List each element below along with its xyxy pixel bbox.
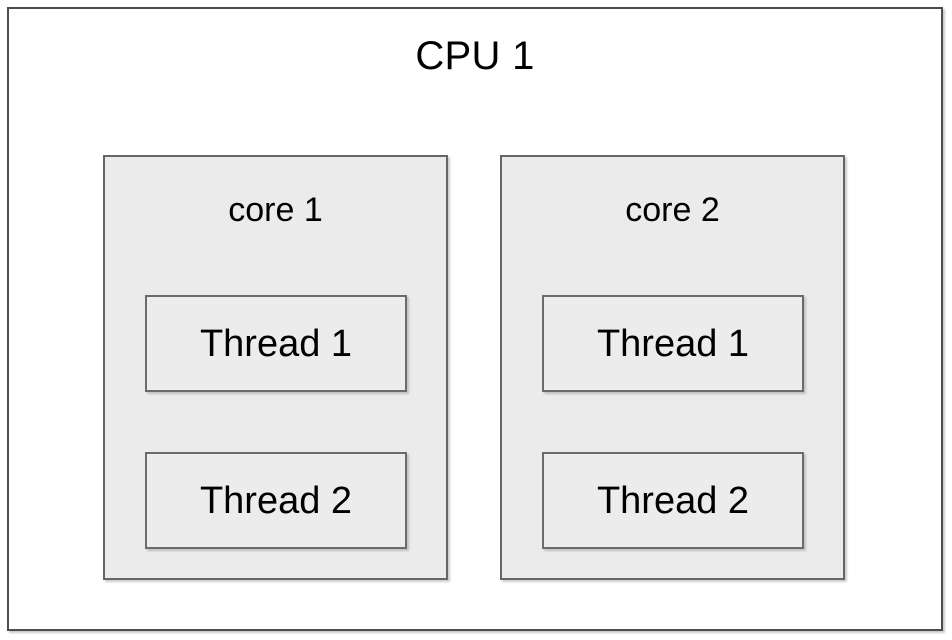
core-2-thread-1-box: Thread 1 — [542, 295, 804, 392]
core-box-2: core 2 Thread 1 Thread 2 — [500, 155, 845, 580]
cpu-container: CPU 1 core 1 Thread 1 Thread 2 core 2 Th… — [7, 7, 943, 631]
core-box-1: core 1 Thread 1 Thread 2 — [103, 155, 448, 580]
core-1-thread-1-label: Thread 1 — [199, 322, 353, 365]
core-1-thread-2-label: Thread 2 — [199, 479, 353, 522]
core-2-label: core 2 — [625, 191, 720, 229]
core-1-thread-2-box: Thread 2 — [145, 452, 407, 549]
cpu-title: CPU 1 — [415, 34, 535, 78]
core-2-thread-1-label: Thread 1 — [596, 322, 750, 365]
core-2-thread-2-box: Thread 2 — [542, 452, 804, 549]
core-1-thread-1-box: Thread 1 — [145, 295, 407, 392]
core-2-thread-2-label: Thread 2 — [596, 479, 750, 522]
core-1-label: core 1 — [228, 191, 323, 229]
